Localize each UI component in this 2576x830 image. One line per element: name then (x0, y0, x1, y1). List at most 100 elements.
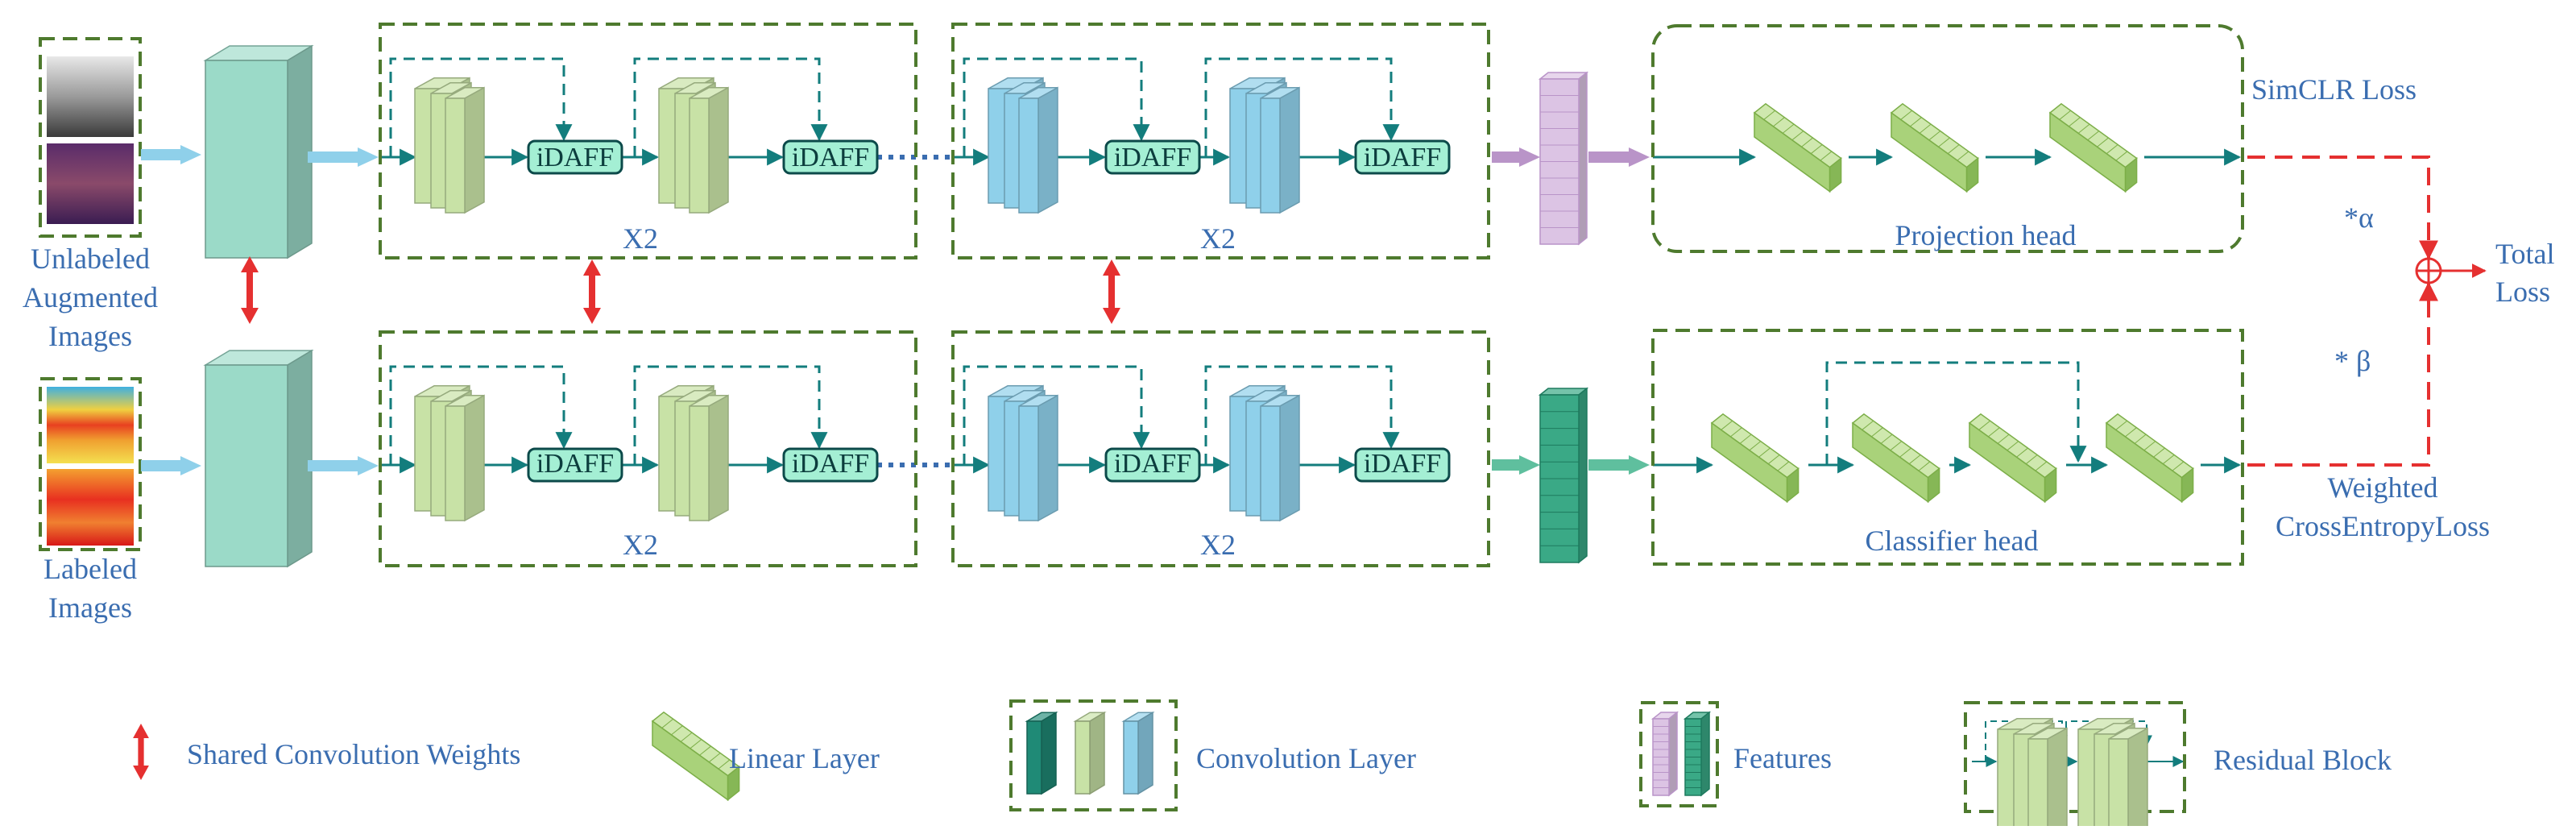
proj-linear-1 (1753, 102, 1842, 193)
proj-linear-3-end (2124, 156, 2138, 193)
cls-linear-4-rib6 (2162, 454, 2175, 465)
legend-features-label: Features (1733, 742, 1832, 774)
cls-linear-3-rib4 (2007, 441, 2019, 451)
legend-conv-blue (1121, 711, 1155, 795)
conv-block-blue2-top (1229, 77, 1300, 214)
legend-shared-label: Shared Convolution Weights (187, 738, 520, 770)
legend-linear-bar (651, 711, 740, 802)
conv-block-green1-bottom (414, 384, 485, 522)
proj-linear-1-rib5 (1801, 137, 1813, 147)
conv-block-green1-top-slab2-side (464, 86, 485, 214)
legend-res-conv-2 (2077, 717, 2148, 830)
proj-linear-1-rib4 (1791, 131, 1804, 141)
cls-linear-1 (1710, 413, 1799, 504)
simclr-loss-label: SimCLR Loss (2251, 73, 2417, 106)
alpha-weight-label: *α (2344, 201, 2374, 234)
idaff-label-b4: iDAFF (1364, 449, 1441, 479)
stage-blue-box-top (951, 23, 1490, 259)
stage-green-box-top (379, 23, 917, 259)
unlabeled-spectrogram-1 (47, 56, 134, 137)
cls-linear-4-rib3 (2134, 434, 2147, 444)
legend-linear-bar-rib2 (671, 725, 683, 736)
conv-block-green2-top (658, 77, 729, 214)
skip-connection-green2-bottom (633, 365, 828, 465)
cls-linear-2-rib2 (1871, 427, 1883, 438)
legend-conv-green (1073, 711, 1107, 795)
legend-conv-blue-front (1123, 720, 1139, 795)
skip-connection-blue2-top (1204, 57, 1400, 157)
cls-linear-1-rib3 (1739, 434, 1752, 444)
shared-arrow-green (583, 259, 601, 324)
first-conv-bottom-side (287, 349, 313, 568)
cls-linear-3-rib1 (1978, 420, 1991, 430)
proj-linear-3-rib2 (2069, 117, 2081, 127)
cls-linear-3-end (2044, 467, 2057, 504)
legend-conv-blue-side (1137, 711, 1153, 795)
unlabeled-caption-line-1: Unlabeled (31, 243, 150, 275)
unlabeled-caption-line-3: Images (48, 320, 132, 352)
legend-conv-green-front (1075, 720, 1091, 795)
conv-block-green1-top-slab2-front (445, 98, 466, 214)
idaff-box-blue2-top (1354, 139, 1451, 175)
skip-connection-blue1-bottom (963, 365, 1150, 465)
cls-linear-1-rib1 (1721, 420, 1733, 430)
idaff-box-green1-bottom (527, 447, 623, 483)
repeat-label-top-blue: X2 (1200, 222, 1236, 255)
cls-linear-2-rib4 (1890, 441, 1903, 451)
proj-linear-1-rib2 (1773, 117, 1785, 127)
cls-linear-3-rib5 (2016, 447, 2028, 458)
skip-connection-green2-top (633, 57, 828, 157)
legend-residual-label: Residual Block (2214, 744, 2392, 776)
cls-linear-1-rib5 (1758, 447, 1770, 458)
proj-linear-3-rib4 (2087, 131, 2100, 141)
skip-connection-blue1-top (963, 57, 1150, 157)
proj-linear-2-rib5 (1938, 137, 1950, 147)
feature-arrow-top (1492, 147, 1540, 167)
proj-linear-1-rib7 (1820, 151, 1833, 161)
cls-linear-4-rib7 (2172, 461, 2185, 471)
proj-linear-2-rib6 (1947, 144, 1960, 155)
features-top (1538, 71, 1589, 246)
conv-block-green2-bottom-slab2-side (708, 394, 729, 522)
proj-linear-1-rib6 (1810, 144, 1823, 155)
unlabeled-images-box (39, 37, 142, 238)
cls-linear-2-end (1927, 467, 1940, 504)
projection-head-label: Projection head (1895, 219, 2077, 251)
repeat-label-top-green: X2 (623, 222, 658, 255)
conv-block-green2-bottom (658, 384, 729, 522)
labeled-caption-line-1: Labeled (43, 553, 137, 585)
legend-conv-teal-front (1026, 720, 1042, 795)
conv-block-green1-bottom-slab2-front (445, 405, 466, 521)
conv-block-blue1-top (988, 77, 1058, 214)
legend-features-box (1639, 701, 1719, 807)
legend-residual-box (1964, 701, 2186, 813)
cls-linear-3-rib3 (1997, 434, 2010, 444)
conv-block-blue2-bottom-slab2-side (1279, 394, 1300, 522)
cls-linear-1-rib4 (1749, 441, 1762, 451)
conv-block-green1-top (414, 77, 485, 214)
cls-linear-1-rib2 (1730, 427, 1742, 438)
legend-conv-teal-side (1041, 711, 1057, 795)
cls-linear-2-rib6 (1908, 454, 1921, 465)
conv-block-green2-bottom-slab2-front (689, 405, 710, 521)
proj-linear-2-rib7 (1957, 151, 1969, 161)
idaff-label-b3: iDAFF (1114, 449, 1191, 479)
weighted-loss-line-2: CrossEntropyLoss (2276, 510, 2490, 542)
idaff-label-b2: iDAFF (792, 449, 869, 479)
cls-linear-3-rib6 (2025, 454, 2038, 465)
proj-linear-1-end (1828, 156, 1842, 193)
labeled-spectrogram-1 (47, 387, 134, 463)
proj-linear-3-rib6 (2106, 144, 2118, 155)
labeled-spectrogram-2 (47, 469, 134, 546)
proj-linear-2-rib1 (1900, 110, 1913, 120)
legend-linear-bar-rib1 (661, 718, 674, 728)
idaff-label-t4: iDAFF (1364, 143, 1441, 172)
cls-linear-2-rib3 (1880, 434, 1893, 444)
proj-linear-1-rib3 (1782, 123, 1795, 134)
idaff-label-t3: iDAFF (1114, 143, 1191, 172)
cls-linear-4-rib5 (2153, 447, 2165, 458)
conv-block-blue2-bottom-slab2-front (1260, 405, 1281, 521)
conv-arrow-bottom (308, 456, 379, 475)
proj-linear-3-rib3 (2077, 123, 2090, 134)
